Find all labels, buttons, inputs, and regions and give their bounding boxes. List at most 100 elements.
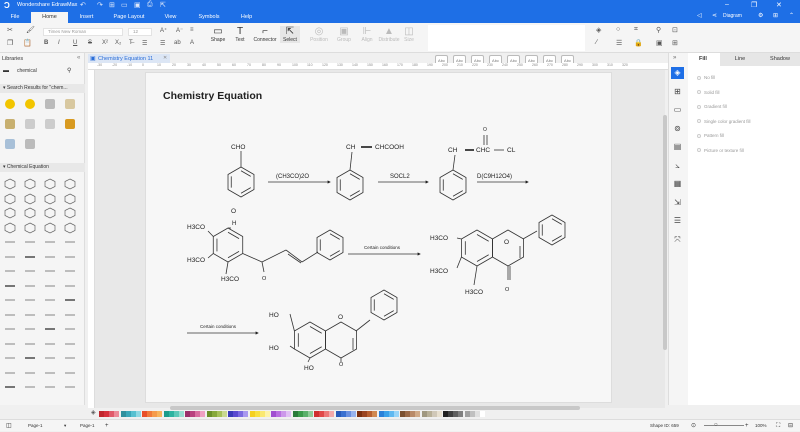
chemical-shape[interactable] [64, 178, 76, 190]
chemical-shape[interactable] [44, 309, 56, 321]
palette-swatch[interactable] [228, 411, 233, 417]
layers-icon[interactable]: ⊚ [674, 123, 681, 133]
list-icon[interactable]: ☰ [673, 216, 682, 225]
line-style-icon[interactable]: ☰ [616, 40, 623, 47]
menu-help[interactable]: Help [240, 14, 253, 20]
menu-symbols[interactable]: Symbols [198, 14, 220, 20]
chemical-shape[interactable] [4, 323, 16, 335]
menu-home[interactable]: Home [31, 12, 68, 23]
palette-swatch[interactable] [281, 411, 286, 417]
strikethrough-icon[interactable]: S [88, 40, 93, 46]
chemical-shape[interactable] [64, 280, 76, 292]
chemical-shape[interactable] [4, 309, 16, 321]
palette-swatch[interactable] [340, 411, 346, 417]
palette-swatch[interactable] [335, 411, 341, 417]
chemical-shape[interactable] [24, 280, 36, 292]
chemical-shape[interactable] [64, 222, 76, 234]
play-icon[interactable]: ⊙ [691, 423, 697, 429]
fullscreen-icon[interactable]: ⛶ [776, 423, 781, 429]
shape-style-icon[interactable]: ○ [616, 26, 621, 33]
chemical-shape[interactable] [4, 178, 16, 190]
palette-swatch[interactable] [378, 411, 384, 417]
chemical-shape[interactable] [64, 338, 76, 350]
collapse-panel-icon[interactable]: « [77, 55, 81, 61]
palette-swatch[interactable] [393, 411, 399, 417]
underline-icon[interactable]: U [73, 40, 78, 46]
palette-swatch[interactable] [104, 411, 109, 417]
minimize-button[interactable]: – [725, 1, 729, 8]
palette-swatch[interactable] [238, 411, 243, 417]
palette-swatch[interactable] [178, 411, 184, 417]
chemical-shape[interactable] [64, 265, 76, 277]
crop-icon[interactable]: ⌗ [634, 26, 638, 33]
distribute-tool[interactable]: ▲Distribute [378, 26, 400, 43]
menu-view[interactable]: View [164, 14, 177, 20]
palette-swatch[interactable] [216, 411, 222, 417]
chemical-shape[interactable] [4, 294, 16, 306]
library-shape[interactable] [64, 98, 76, 110]
palette-swatch[interactable] [211, 411, 217, 417]
select-tool[interactable]: ⇱Select [280, 26, 300, 43]
superscript-icon[interactable]: X² [102, 40, 108, 46]
shape-tool[interactable]: ▭Shape [208, 26, 228, 43]
fill-color-icon[interactable]: ◈ [596, 27, 602, 34]
palette-swatch[interactable] [421, 411, 427, 417]
chemical-shape[interactable] [24, 236, 36, 248]
clear-format-icon[interactable]: T̶ [129, 40, 133, 46]
palette-swatch[interactable] [357, 411, 362, 417]
font-family-select[interactable]: Times New Roman [43, 28, 123, 36]
chemical-shape[interactable] [4, 222, 16, 234]
chemical-shape[interactable] [4, 236, 16, 248]
chemical-shape[interactable] [64, 367, 76, 379]
palette-swatch[interactable] [195, 411, 200, 417]
library-shape[interactable] [64, 118, 76, 130]
add-page-icon[interactable]: + [105, 423, 109, 429]
close-button[interactable]: ✕ [776, 2, 782, 9]
palette-swatch[interactable] [474, 411, 480, 417]
chemical-shape[interactable] [64, 207, 76, 219]
chemical-shape[interactable] [44, 222, 56, 234]
palette-swatch[interactable] [206, 411, 212, 417]
chemical-equation-section[interactable]: ▾ Chemical Equation [0, 163, 85, 172]
radio-icon[interactable] [697, 104, 701, 109]
palette-swatch[interactable] [254, 411, 260, 417]
palette-swatch[interactable] [329, 411, 334, 417]
open-icon[interactable]: ▭ [121, 2, 128, 9]
palette-swatch[interactable] [243, 411, 248, 417]
palette-swatch[interactable] [350, 411, 356, 417]
chemical-shape[interactable] [4, 280, 16, 292]
lock-icon[interactable]: 🔒 [634, 40, 643, 47]
fill-option[interactable]: Solid fill [697, 90, 720, 95]
chemical-shape[interactable] [44, 251, 56, 263]
page-view-icon[interactable]: ◫ [6, 423, 12, 429]
horizontal-scrollbar[interactable] [170, 406, 580, 410]
chemical-shape[interactable] [64, 251, 76, 263]
chemical-shape[interactable] [44, 338, 56, 350]
chemical-shape[interactable] [64, 294, 76, 306]
palette-swatch[interactable] [307, 411, 313, 417]
chemical-shape[interactable] [4, 381, 16, 393]
bold-icon[interactable]: B [44, 40, 49, 46]
save-icon[interactable]: ▣ [134, 2, 141, 9]
palette-swatch[interactable] [410, 411, 415, 417]
palette-swatch[interactable] [173, 411, 179, 417]
maximize-button[interactable]: ❐ [751, 2, 758, 9]
palette-swatch[interactable] [372, 411, 377, 417]
palette-swatch[interactable] [114, 411, 119, 417]
chemical-shape[interactable] [24, 222, 36, 234]
chemical-shape[interactable] [44, 367, 56, 379]
fit-icon[interactable]: ⤧ [674, 234, 681, 244]
palette-swatch[interactable] [120, 411, 126, 417]
subscript-icon[interactable]: X₂ [115, 40, 122, 46]
zoom-in-icon[interactable]: + [745, 423, 749, 429]
palette-swatch[interactable] [142, 411, 147, 417]
chemical-shape[interactable] [44, 207, 56, 219]
chemical-shape[interactable] [24, 309, 36, 321]
settings-icon[interactable]: ⚙ [758, 13, 764, 19]
radio-icon[interactable] [697, 148, 701, 153]
palette-swatch[interactable] [259, 411, 265, 417]
chemical-shape[interactable] [44, 294, 56, 306]
grow-font-icon[interactable]: A⁺ [160, 28, 168, 34]
tab-fill[interactable]: Fill [688, 53, 718, 66]
palette-swatch[interactable] [292, 411, 298, 417]
